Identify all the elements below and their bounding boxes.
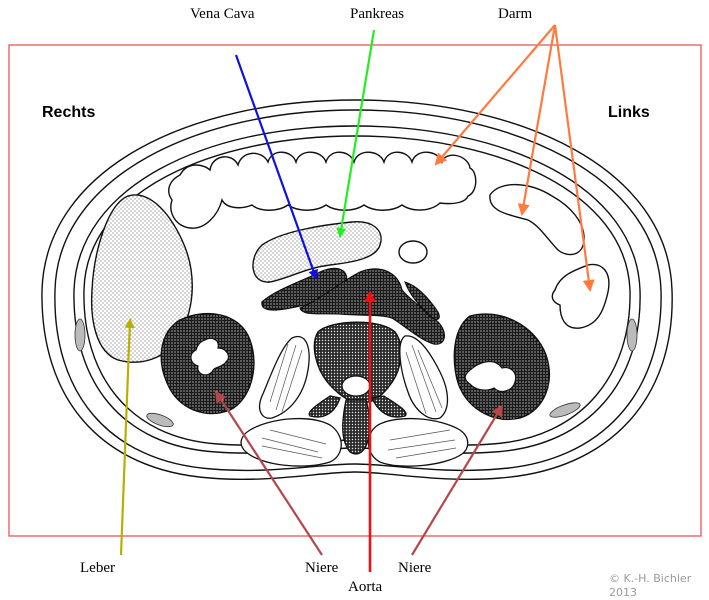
label-links: Links bbox=[608, 104, 650, 121]
arrow-pankreas bbox=[336, 29, 376, 238]
crus-left bbox=[404, 281, 440, 321]
arrow-darm-2 bbox=[517, 24, 557, 216]
label-vena-cava: Vena Cava bbox=[190, 6, 255, 22]
pancreas bbox=[252, 221, 382, 283]
label-pankreas: Pankreas bbox=[350, 6, 405, 22]
copyright-line2: 2013 bbox=[609, 586, 637, 599]
label-niere-left: Niere bbox=[398, 560, 432, 576]
mesenteric-vessel bbox=[398, 240, 428, 264]
label-niere-right: Niere bbox=[305, 560, 339, 576]
label-aorta: Aorta bbox=[348, 579, 383, 595]
label-leber: Leber bbox=[80, 560, 115, 576]
colon-descendens-lower bbox=[551, 263, 610, 329]
arrow-niere-right bbox=[214, 390, 323, 556]
label-rechts: Rechts bbox=[42, 104, 96, 121]
colon-transversum bbox=[168, 151, 477, 229]
kidney-left bbox=[453, 313, 550, 420]
psoas-right bbox=[258, 335, 310, 419]
colon-descendens-upper bbox=[489, 183, 585, 256]
back-muscle-left bbox=[367, 417, 469, 467]
arrow-niere-left bbox=[411, 404, 504, 556]
label-darm: Darm bbox=[498, 6, 533, 22]
arrow-darm-1 bbox=[434, 24, 556, 166]
copyright-line1: © K.-H. Bichler bbox=[609, 572, 692, 585]
back-muscle-right bbox=[240, 417, 342, 467]
lateral-muscles bbox=[74, 318, 638, 428]
vertebra bbox=[308, 321, 407, 455]
kidney-right bbox=[160, 313, 255, 415]
aorta-region bbox=[299, 268, 445, 345]
liver bbox=[90, 194, 193, 363]
psoas-striation bbox=[269, 343, 443, 415]
red-frame bbox=[8, 44, 702, 537]
arrow-leber bbox=[119, 318, 135, 556]
arrow-vena-cava bbox=[234, 54, 319, 280]
arrow-darm-3 bbox=[553, 24, 595, 292]
back-muscle-striation bbox=[261, 429, 457, 459]
